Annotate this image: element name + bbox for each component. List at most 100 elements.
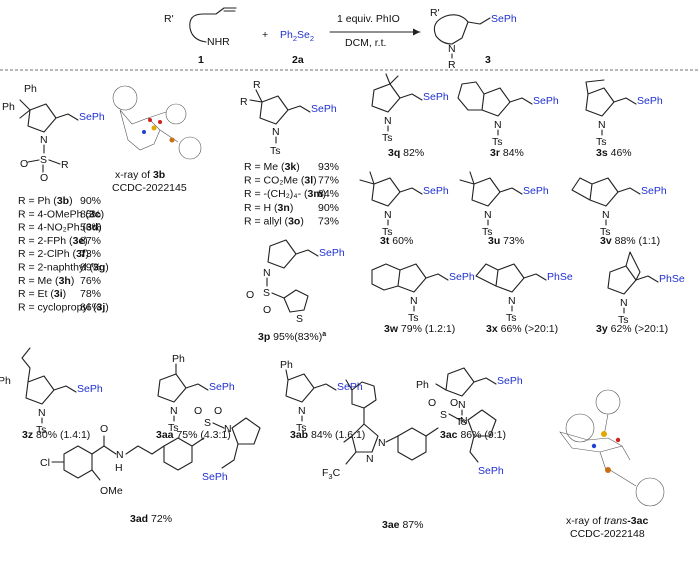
- seph-group: SePh: [423, 185, 449, 197]
- compound-label: 3u 73%: [488, 235, 524, 247]
- svg-text:x-ray of trans-3ac: x-ray of trans-3ac: [566, 515, 648, 527]
- compound-label: 3x 66% (>20:1): [486, 323, 558, 335]
- series-b-row: R = 4-OMePh (3c): [18, 208, 104, 220]
- svg-text:CCDC-2022145: CCDC-2022145: [112, 182, 187, 194]
- tosyl-group: Ts: [506, 312, 517, 324]
- phenyl-group: Ph: [280, 359, 293, 371]
- svg-text:SePh: SePh: [319, 247, 345, 259]
- series-b-yield: 89%: [80, 262, 101, 274]
- series-b-yield: 86%: [80, 301, 101, 313]
- series-k-row: R = Me (3k): [244, 161, 300, 173]
- product-ring: [433, 14, 469, 45]
- svg-text:S: S: [40, 154, 47, 166]
- series-k-row: R = -(CH₂)₄- (3m): [244, 188, 326, 200]
- svg-text:O: O: [40, 172, 48, 184]
- svg-text:S: S: [204, 417, 211, 429]
- ring-n: N: [494, 119, 502, 131]
- svg-text:O: O: [246, 289, 254, 301]
- svg-text:O: O: [20, 158, 28, 170]
- series-b-yield: 87%: [80, 235, 101, 247]
- series-k-yield: 73%: [318, 215, 339, 227]
- svg-text:N: N: [378, 437, 386, 449]
- series-b-yield: 56%: [80, 222, 101, 234]
- substrate-chain: [189, 13, 207, 43]
- svg-text:SePh: SePh: [202, 471, 228, 483]
- svg-text:N: N: [40, 134, 48, 146]
- svg-text:R: R: [240, 96, 248, 108]
- series-b-yield: 90%: [80, 195, 101, 207]
- product-r-prime: R': [430, 7, 440, 19]
- series-3k-table: R = Me (3k)93%R = CO₂Me (3l)77%R = -(CH₂…: [244, 161, 339, 227]
- tosyl-group: Ts: [492, 136, 503, 148]
- svg-text:Cl: Cl: [40, 457, 50, 469]
- svg-text:O: O: [450, 397, 458, 409]
- tosyl-group: Ts: [36, 424, 47, 436]
- svg-text:Ph: Ph: [24, 83, 37, 95]
- ring-n: N: [458, 399, 466, 411]
- seph-group: PhSe: [547, 271, 573, 283]
- series-3b-structure: Ph Ph SePh N S O O R: [2, 83, 105, 184]
- series-b-row: R = Ph (3b): [18, 195, 73, 207]
- compound-label: 3aa 75% (4.3:1): [156, 429, 231, 441]
- seph-group: SePh: [449, 271, 475, 283]
- compound-3ad: Cl OMe O N H S O O N SePh 3ad 72%: [40, 405, 261, 525]
- svg-text:N: N: [366, 453, 374, 465]
- tosyl-group: Ts: [408, 312, 419, 324]
- phenyl-group: Ph: [0, 375, 11, 387]
- conditions-bottom: DCM, r.t.: [345, 37, 386, 49]
- svg-text:x-ray of 3b: x-ray of 3b: [115, 169, 165, 181]
- svg-text:R: R: [61, 159, 69, 171]
- series-k-row: R = allyl (3o): [244, 215, 304, 227]
- ring-n: N: [508, 295, 516, 307]
- svg-text:SePh: SePh: [478, 465, 504, 477]
- tosyl-group: Ts: [456, 416, 467, 428]
- ring-n: N: [484, 209, 492, 221]
- series-b-row: R = 2-naphthyl (3g): [18, 262, 109, 274]
- compound-label: 3ac 86% (9:1): [440, 429, 506, 441]
- product-side-chain: [467, 17, 491, 25]
- series-3k-structure: R R SePh N Ts: [240, 79, 337, 157]
- ring-n: N: [384, 209, 392, 221]
- compound-label: 3v 88% (1:1): [600, 235, 660, 247]
- compound-label: 3q 82%: [388, 147, 424, 159]
- substrate-alkene: [202, 7, 237, 15]
- compound-label: 3ab 84% (1.6:1): [290, 429, 365, 441]
- plus-sign: +: [262, 29, 268, 41]
- ring-n: N: [598, 119, 606, 131]
- svg-text:Ts: Ts: [270, 145, 281, 157]
- tosyl-group: Ts: [296, 422, 307, 434]
- phenyl-group: Ph: [416, 379, 429, 391]
- svg-text:SePh: SePh: [311, 103, 337, 115]
- svg-text:S: S: [440, 409, 447, 421]
- series-k-yield: 90%: [318, 202, 339, 214]
- svg-text:F3C: F3C: [322, 467, 341, 481]
- tosyl-group: Ts: [382, 132, 393, 144]
- svg-text:N: N: [224, 423, 232, 435]
- tosyl-group: Ts: [382, 226, 393, 238]
- svg-text:3p 95%(83%)a: 3p 95%(83%)a: [258, 331, 326, 343]
- product-n: N: [448, 43, 456, 55]
- ring-n: N: [620, 297, 628, 309]
- tosyl-group: Ts: [596, 136, 607, 148]
- ring-n: N: [602, 209, 610, 221]
- series-k-yield: 84%: [318, 188, 339, 200]
- compound-3p: SePh N S O O S 3p 95%(83%)a: [246, 239, 345, 343]
- product-r: R: [448, 59, 456, 71]
- tosyl-group: Ts: [168, 422, 179, 434]
- product-label: 3: [485, 54, 491, 66]
- svg-text:Ph: Ph: [2, 101, 15, 113]
- substrate-nhr: NHR: [207, 36, 230, 48]
- compound-label: 3z 80% (1.4:1): [22, 429, 90, 441]
- series-b-yield: 78%: [80, 288, 101, 300]
- svg-text:S: S: [263, 287, 270, 299]
- series-k-yield: 77%: [318, 175, 339, 187]
- xray-s-atom: [601, 431, 607, 437]
